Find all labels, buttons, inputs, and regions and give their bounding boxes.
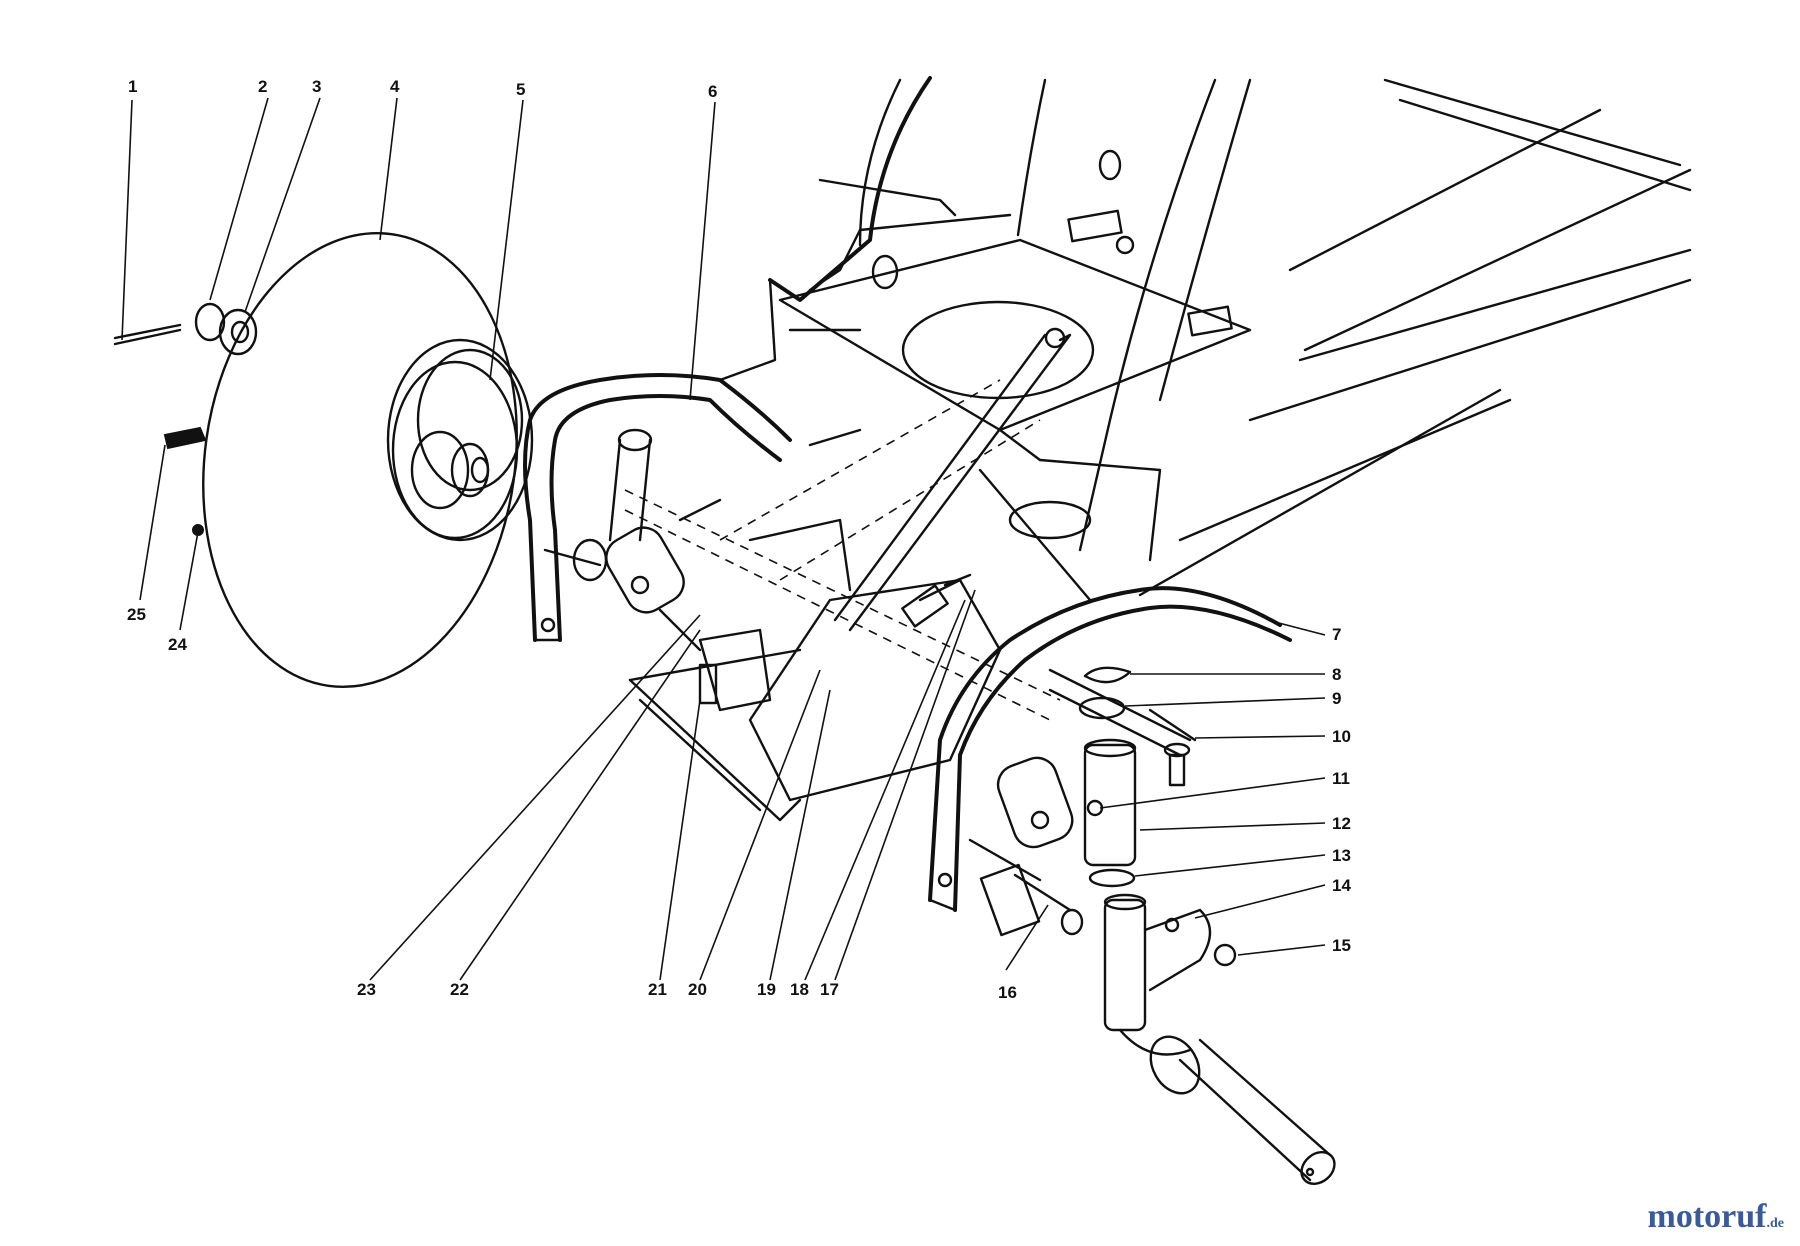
watermark-logo: motoruf.de [1648,1198,1784,1236]
callout-24: 24 [168,635,187,654]
callout-7: 7 [1332,625,1341,644]
watermark-suffix: .de [1766,1216,1785,1231]
spindle-assembly [1103,893,1336,1185]
callout-9: 9 [1332,689,1341,708]
leader-lines [121,97,1326,981]
callout-25: 25 [127,605,146,624]
callout-19: 19 [757,980,776,999]
callout-10: 10 [1332,727,1351,746]
callout-11: 11 [1332,769,1350,788]
callout-1: 1 [128,77,137,96]
callout-8: 8 [1332,665,1341,684]
front-wheel [202,231,608,689]
callout-6: 6 [708,82,717,101]
callout-20: 20 [688,980,707,999]
callout-21: 21 [648,980,667,999]
callout-3: 3 [312,77,321,96]
callout-16: 16 [998,983,1017,1002]
front-axle-right [928,586,1292,937]
callout-4: 4 [390,77,400,96]
callout-15: 15 [1332,936,1351,955]
callout-5: 5 [516,80,525,99]
chassis-frame [624,76,1692,822]
watermark-text: motoruf [1647,1198,1767,1235]
hardware-items [113,302,1237,967]
front-axle-left [523,373,792,652]
callout-2: 2 [258,77,267,96]
callout-23: 23 [357,980,376,999]
callout-labels: 1 2 3 4 5 6 7 8 9 10 11 12 13 14 15 16 1… [127,77,1351,1002]
callout-12: 12 [1332,814,1351,833]
callout-14: 14 [1332,876,1351,895]
callout-13: 13 [1332,846,1351,865]
callout-18: 18 [790,980,809,999]
callout-22: 22 [450,980,469,999]
callout-17: 17 [820,980,839,999]
